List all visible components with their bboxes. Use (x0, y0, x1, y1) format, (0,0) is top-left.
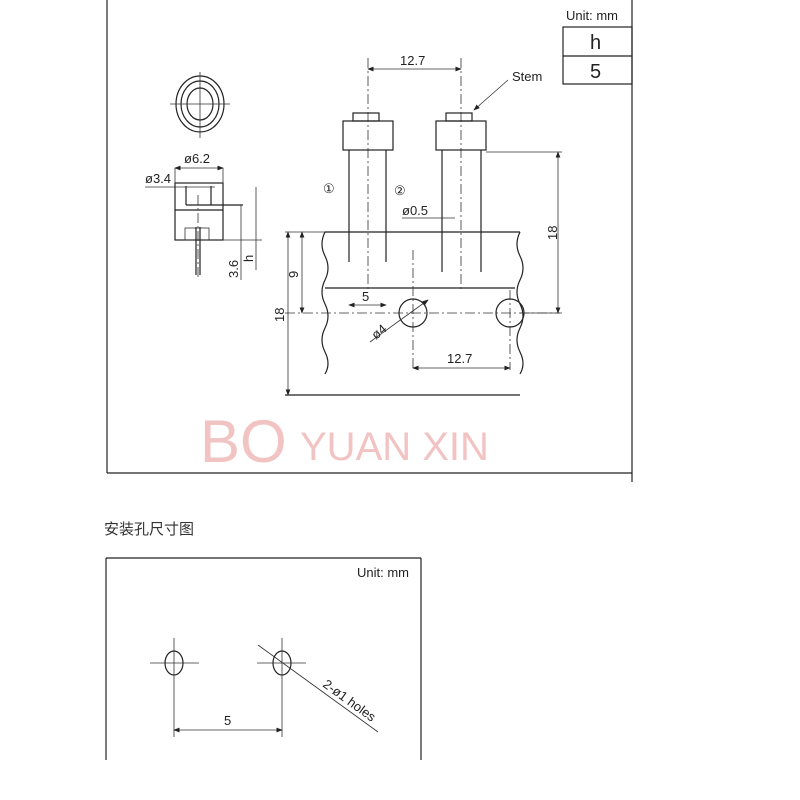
dim-h: h (241, 255, 256, 262)
table-value-h: 5 (590, 61, 601, 83)
mounting-hole-title: 安装孔尺寸图 (104, 520, 195, 538)
dim-pitch-12-7-top: 12.7 (400, 53, 425, 68)
dim-lead-dia: ø0.5 (402, 203, 428, 218)
table-header-h: h (590, 32, 601, 54)
watermark: BO YUAN XIN (200, 408, 489, 475)
top-frame (106, 0, 633, 482)
unit-label: Unit: mm (566, 8, 618, 23)
mounting-hole-drawing: Unit: mm 5 2-ø1 holes (105, 557, 422, 760)
pin-2-label: ② (394, 183, 406, 198)
dim-dia-3-4: ø3.4 (145, 171, 171, 186)
watermark-yuan-xin: YUAN XIN (300, 425, 489, 469)
stem-label: Stem (512, 69, 542, 84)
pin-1-label: ① (323, 181, 335, 196)
watermark-bo: BO (200, 408, 287, 475)
dim-lead-spacing: 5 (362, 289, 369, 304)
dim-18-right: 18 (545, 226, 560, 240)
tape-view: 12.7 Stem ① ② ø0.5 18 5 ø4 12.7 9 18 (272, 53, 562, 396)
dim-pitch-12-7-bottom: 12.7 (447, 351, 472, 366)
dim-9: 9 (286, 271, 301, 278)
bottom-unit-label: Unit: mm (357, 565, 409, 580)
dim-hole-dia: ø4 (368, 321, 389, 342)
unit-table: Unit: mm h 5 (562, 8, 633, 85)
dim-18-left: 18 (272, 308, 287, 322)
dim-dia-6-2: ø6.2 (184, 151, 210, 166)
switch-top-view (170, 72, 230, 138)
holes-label: 2-ø1 holes (320, 676, 379, 725)
switch-side-view: ø6.2 ø3.4 3.6 h (145, 151, 262, 280)
dim-hole-spacing: 5 (224, 713, 231, 728)
dim-3-6: 3.6 (226, 260, 241, 278)
